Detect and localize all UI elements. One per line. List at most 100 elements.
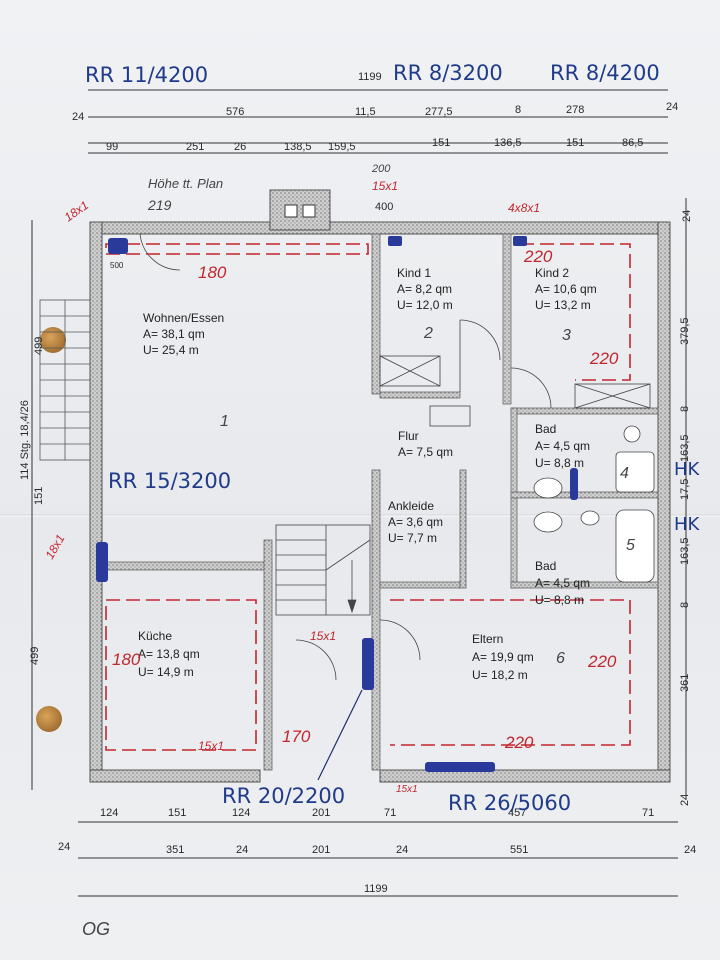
height-note-value: 219 xyxy=(147,197,172,213)
top-dimension-lines xyxy=(88,89,668,154)
bottom-dimension-lines xyxy=(78,821,678,897)
heating-note-bottom-15x1: 15x1 xyxy=(396,784,418,795)
dimensions-right: 24 379,5 8 163,5 17,5 163,5 8 361 24 xyxy=(679,210,693,806)
dim-label: 278 xyxy=(566,104,584,116)
rr20-pointer xyxy=(317,689,363,781)
radiator-marks xyxy=(96,236,578,772)
hk-label-2: HK xyxy=(674,514,701,535)
rr-label-26: RR 26/5060 xyxy=(448,791,571,815)
dim-label: 26 xyxy=(234,141,246,153)
room-number: 6 xyxy=(556,650,565,667)
dim-label: 24 xyxy=(396,844,408,856)
dimensions-bottom-row2: 24 351 24 201 24 551 24 xyxy=(58,841,696,856)
room-ankleide: Ankleide A= 3,6 qm U= 7,7 m xyxy=(388,499,443,545)
heating-note-flur-15x1: 15x1 xyxy=(310,629,336,643)
note-15x1: 15x1 xyxy=(372,179,398,193)
dim-label: 361 xyxy=(679,674,691,692)
dim-label: 24 xyxy=(72,111,84,123)
dim-label: 151 xyxy=(33,487,45,505)
dim-label: 8 xyxy=(679,406,691,412)
dim-total-bottom: 1199 xyxy=(364,883,388,895)
room-perimeter: U= 18,2 m xyxy=(472,668,528,682)
room-bad-2: Bad A= 4,5 qm U= 8,8 m 5 xyxy=(535,537,635,607)
dim-label: 71 xyxy=(384,807,396,819)
dim-label: 24 xyxy=(684,844,696,856)
dim-label: 576 xyxy=(226,106,244,118)
dim-label: 24 xyxy=(681,210,693,222)
outer-walls xyxy=(89,189,671,783)
dim-label: 17,5 xyxy=(679,479,691,500)
inner-walls xyxy=(101,233,659,771)
room-perimeter: U= 14,9 m xyxy=(138,665,194,679)
dim-label: 457 xyxy=(508,807,526,819)
hk-label-1: HK xyxy=(674,459,701,480)
dim-label: 24 xyxy=(666,101,678,113)
dim-label: 24 xyxy=(236,844,248,856)
rr-label-top-left: RR 11/4200 xyxy=(85,63,208,87)
dim-label: 8 xyxy=(515,104,521,116)
dim-label: 499 xyxy=(33,337,45,355)
room-area: A= 4,5 qm xyxy=(535,576,590,590)
height-note-label: Höhe tt. Plan xyxy=(148,176,223,191)
punch-hole xyxy=(40,327,66,353)
room-kueche: Küche A= 13,8 qm U= 14,9 m xyxy=(138,629,200,679)
bathroom-fixtures xyxy=(533,425,655,583)
room-flur: Flur A= 7,5 qm xyxy=(398,429,453,459)
room-kind-2: Kind 2 A= 10,6 qm U= 13,2 m 3 xyxy=(535,266,597,344)
room-area: A= 4,5 qm xyxy=(535,439,590,453)
rr-label-20: RR 20/2200 xyxy=(222,784,345,808)
room-eltern: Eltern A= 19,9 qm U= 18,2 m 6 xyxy=(472,632,565,682)
paper-fold xyxy=(0,514,720,517)
room-number: 3 xyxy=(562,327,571,344)
heating-note-eltern-bottom: 220 xyxy=(504,733,534,752)
floor-label-og: OG xyxy=(82,919,110,939)
dim-label: 201 xyxy=(312,807,330,819)
note-4x8x1: 4x8x1 xyxy=(508,201,540,215)
rr-label-top-center: RR 8/3200 xyxy=(393,61,503,85)
heating-note-kueche: 180 xyxy=(112,650,141,669)
dim-label: 551 xyxy=(510,844,528,856)
room-area: A= 10,6 qm xyxy=(535,282,597,296)
room-name: Flur xyxy=(398,429,419,443)
heating-note-left-18x1: 18x1 xyxy=(42,532,67,562)
dimensions-bottom-row1: 124 151 124 201 71 457 71 xyxy=(100,807,654,819)
rr-label-top-right: RR 8/4200 xyxy=(550,61,660,85)
room-area: A= 8,2 qm xyxy=(397,282,452,296)
room-name: Kind 2 xyxy=(535,266,569,280)
dim-label: 124 xyxy=(232,807,250,819)
dim-label: 8 xyxy=(679,602,691,608)
room-perimeter: U= 12,0 m xyxy=(397,298,453,312)
dim-label: 114 Stg. 18,4/26 xyxy=(19,400,31,480)
room-perimeter: U= 13,2 m xyxy=(535,298,591,312)
dim-total-top: 1199 xyxy=(358,71,382,83)
room-name: Wohnen/Essen xyxy=(143,311,224,325)
room-number: 4 xyxy=(620,465,629,482)
room-name: Eltern xyxy=(472,632,503,646)
dim-label: 71 xyxy=(642,807,654,819)
dimensions-left: 499 114 Stg. 18,4/26 151 499 xyxy=(19,337,45,665)
room-wohnen-essen: Wohnen/Essen A= 38,1 qm U= 25,4 m 1 xyxy=(143,311,229,430)
heating-note-kind2-side: 220 xyxy=(589,349,619,368)
heating-note-kueche-15x1: 15x1 xyxy=(198,739,224,753)
dim-label: 277,5 xyxy=(425,106,453,118)
dimensions-top-row2: 99 251 26 138,5 159,5 151 136,5 151 86,5 xyxy=(106,137,643,153)
exterior-stairs xyxy=(39,299,91,461)
dim-label: 251 xyxy=(186,141,204,153)
room-area: A= 19,9 qm xyxy=(472,650,534,664)
dim-label: 151 xyxy=(168,807,186,819)
dim-label: 124 xyxy=(100,807,118,819)
dim-label: 11,5 xyxy=(355,106,376,118)
room-name: Kind 1 xyxy=(397,266,431,280)
dim-label: 86,5 xyxy=(622,137,643,149)
room-name: Bad xyxy=(535,559,556,573)
dim-label: 159,5 xyxy=(328,141,356,153)
rr-label-15: RR 15/3200 xyxy=(108,469,231,493)
room-name: Bad xyxy=(535,422,556,436)
room-perimeter: U= 8,8 m xyxy=(535,593,584,607)
dim-label: 99 xyxy=(106,141,118,153)
room-area: A= 38,1 qm xyxy=(143,327,205,341)
room-number: 1 xyxy=(220,413,229,430)
dim-label: 136,5 xyxy=(494,137,522,149)
